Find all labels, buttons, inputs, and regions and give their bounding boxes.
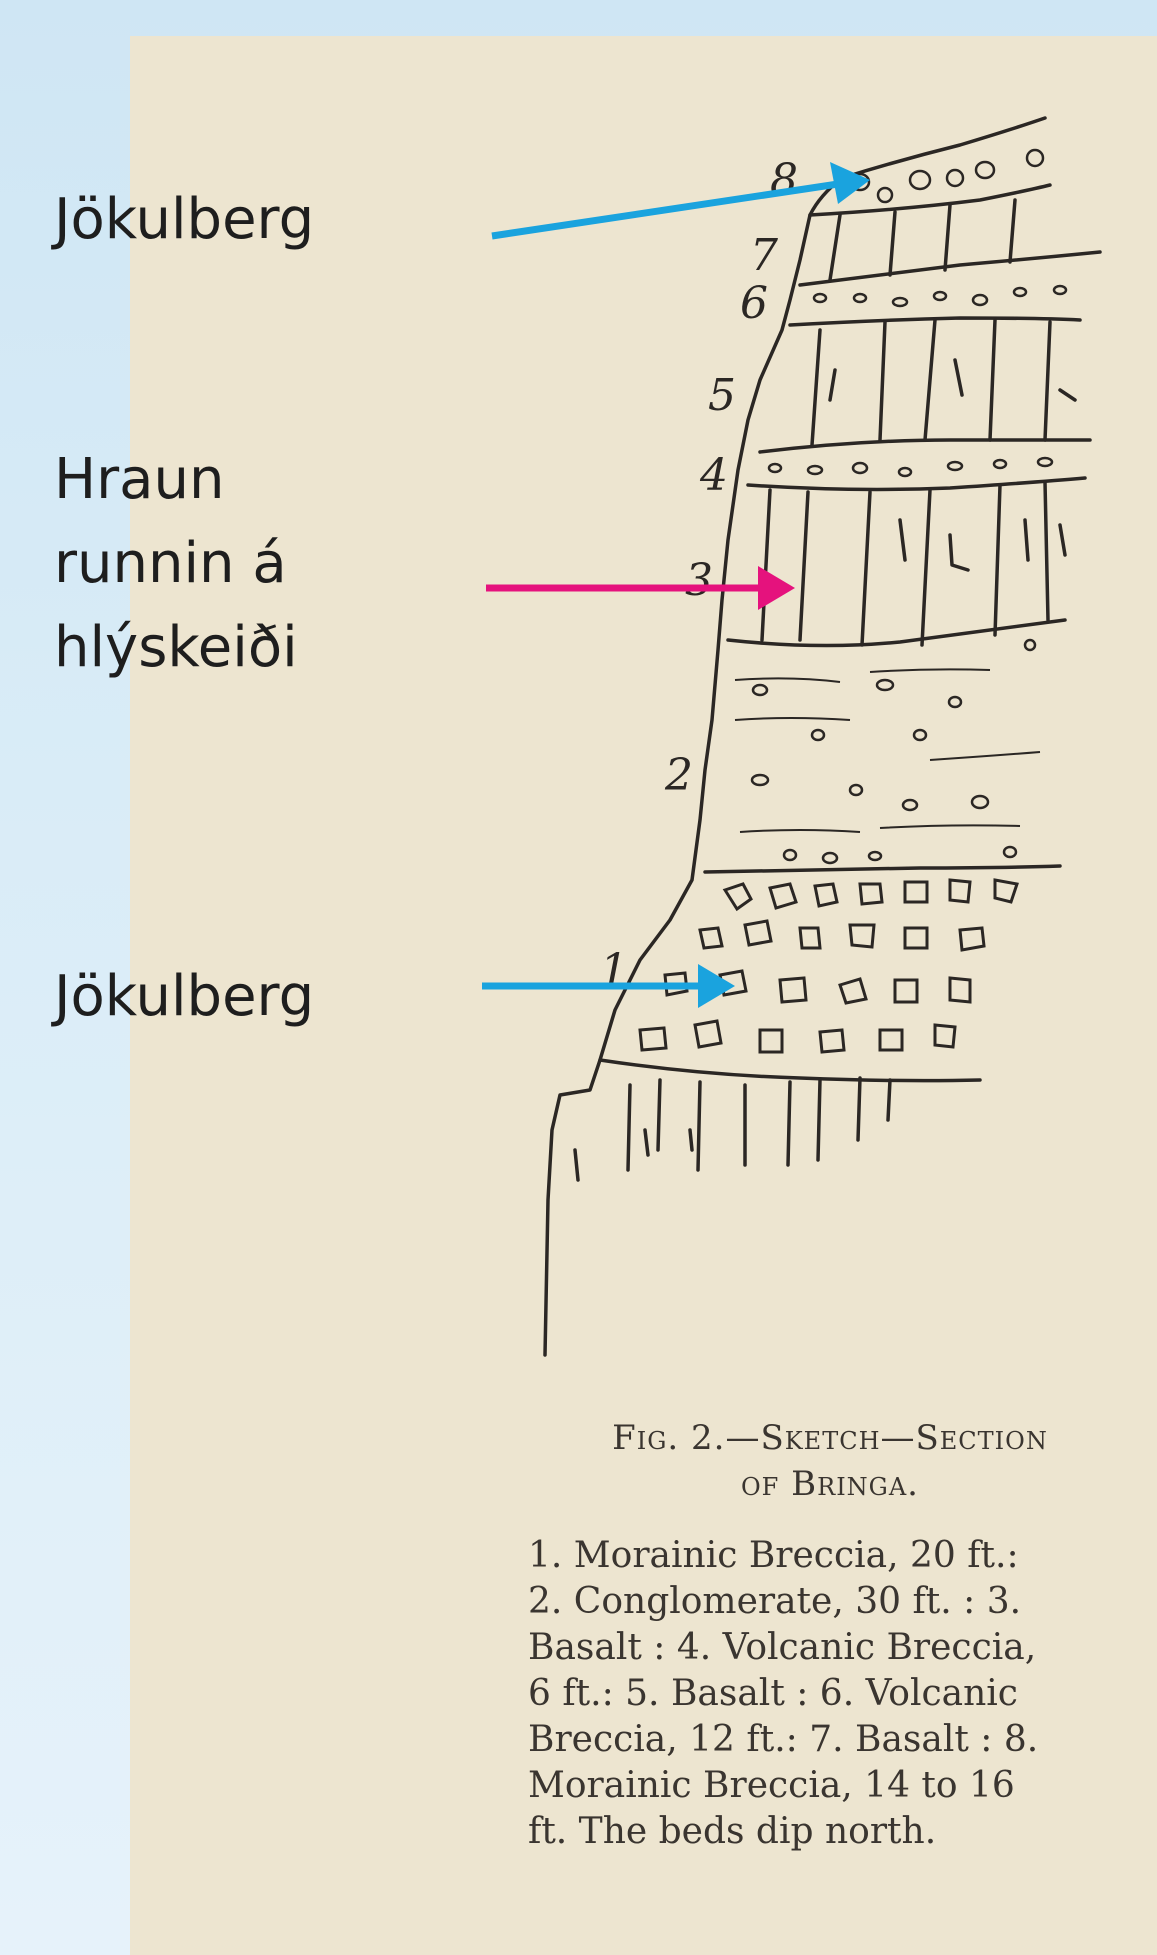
boundary-4-3 <box>748 478 1085 489</box>
caption-body-line-7: ft. The beds dip north. <box>528 1809 1138 1855</box>
caption-body-line-6: Morainic Breccia, 14 to 16 <box>528 1763 1138 1809</box>
boundary-5-4 <box>760 440 1090 452</box>
boundary-1-base <box>600 1060 980 1081</box>
section-outline <box>545 178 842 1355</box>
layer-number-5: 5 <box>708 370 736 421</box>
caption-title-line-2: of Bringa. <box>530 1461 1130 1507</box>
caption-body-line-4: 6 ft.: 5. Basalt : 6. Volcanic <box>528 1671 1138 1717</box>
layer-4-clasts <box>769 458 1052 476</box>
layer-number-8: 8 <box>770 155 798 206</box>
arrow-top-blue <box>492 162 870 236</box>
arrow-middle-magenta <box>486 566 795 610</box>
layer-number-4: 4 <box>699 450 728 501</box>
boundary-7-6 <box>800 252 1100 285</box>
layer-1-clasts <box>640 880 1017 1052</box>
layer-number-2: 2 <box>664 750 693 801</box>
caption-body-line-5: Breccia, 12 ft.: 7. Basalt : 8. <box>528 1717 1138 1763</box>
figure-caption-legend: 1. Morainic Breccia, 20 ft.: 2. Conglome… <box>528 1533 1138 1855</box>
boundary-3-2 <box>728 620 1065 646</box>
figure-caption-title: Fig. 2.—Sketch—Section of Bringa. <box>530 1415 1130 1507</box>
caption-body-line-1: 1. Morainic Breccia, 20 ft.: <box>528 1533 1138 1579</box>
layer-6-clasts <box>814 286 1066 306</box>
layer-number-3: 3 <box>685 555 713 606</box>
layer-2-bedding <box>735 669 1040 832</box>
caption-body-line-3: Basalt : 4. Volcanic Breccia, <box>528 1625 1138 1671</box>
caption-body-line-2: 2. Conglomerate, 30 ft. : 3. <box>528 1579 1138 1625</box>
layer-number-7: 7 <box>750 230 778 281</box>
boundary-2-1 <box>705 866 1060 872</box>
top-surface <box>842 118 1045 178</box>
caption-title-line-1: Fig. 2.—Sketch—Section <box>530 1415 1130 1461</box>
layer-number-6: 6 <box>740 278 768 329</box>
